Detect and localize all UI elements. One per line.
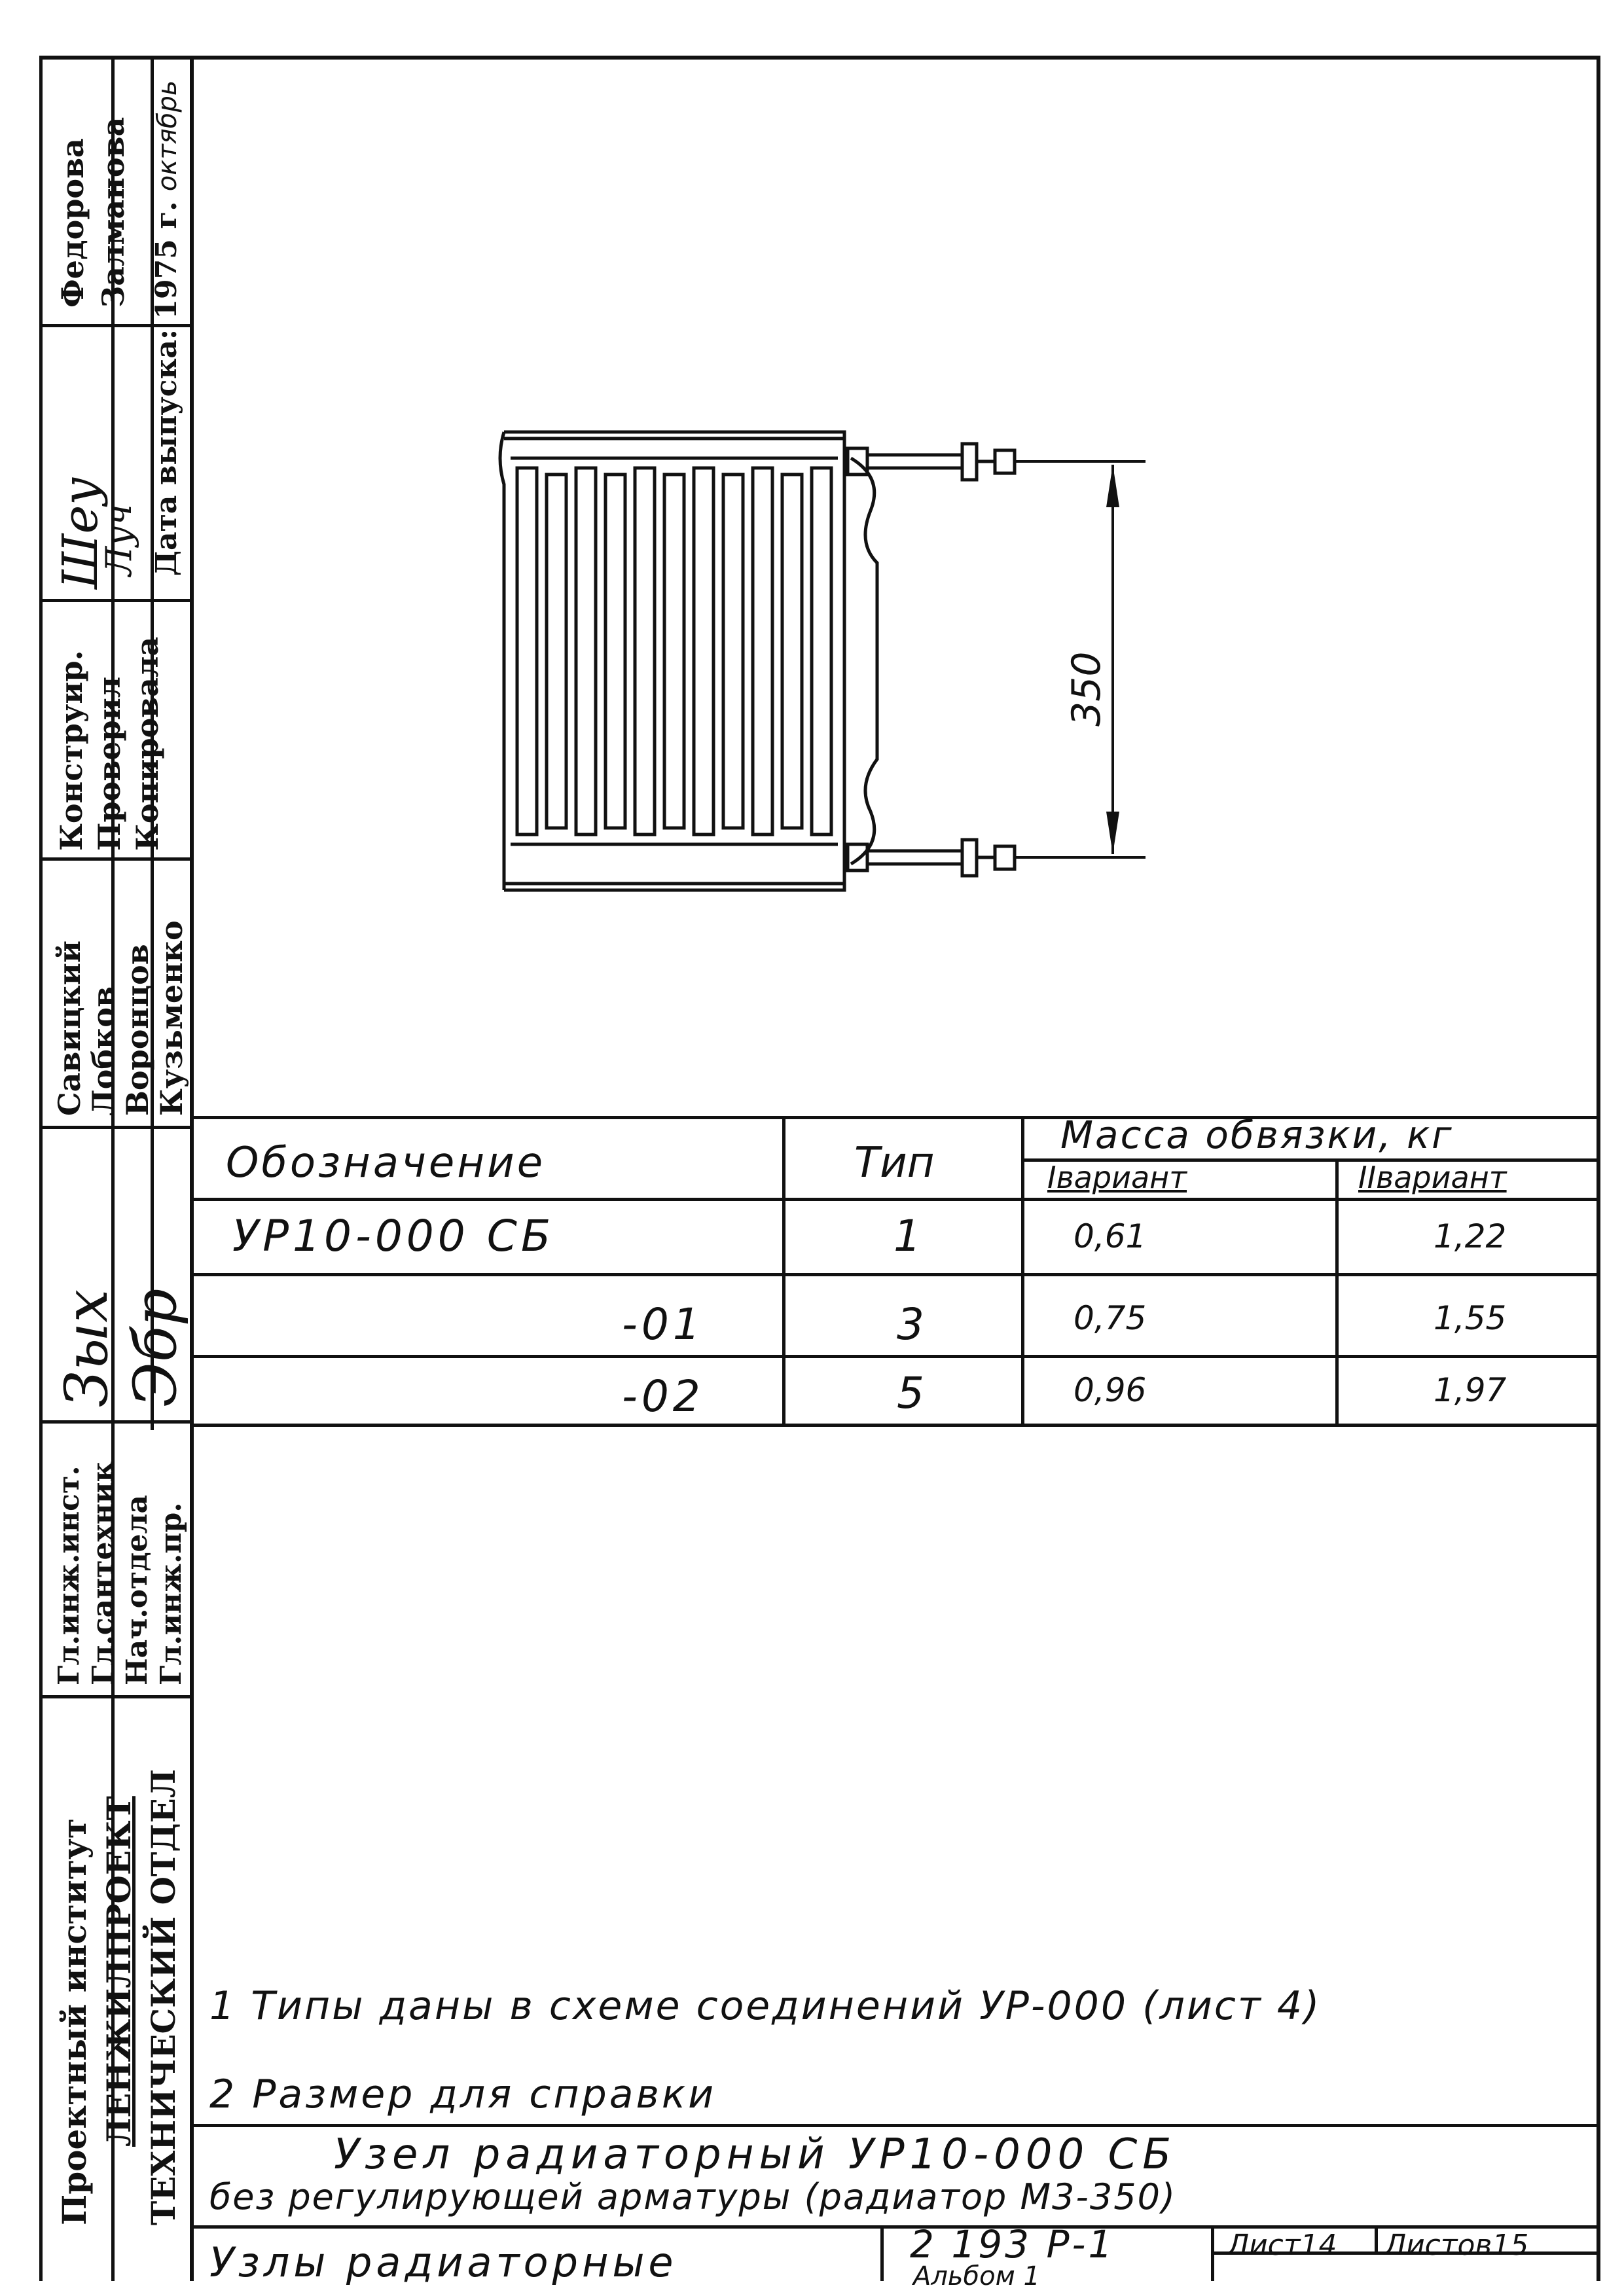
title-line-2: без регулирующей арматуры (радиатор М3-3… bbox=[209, 2176, 1177, 2217]
stamp-col-line-2 bbox=[111, 56, 115, 2281]
row-1-v1: 0,61 bbox=[1074, 1217, 1147, 1255]
stamp-signature-3: Зых bbox=[52, 1289, 121, 1407]
stamp-org: ЛЕНЖИЛПРОЕКТ bbox=[99, 1796, 138, 2147]
stamp-action-3: Копировала bbox=[130, 636, 165, 851]
stamp-action-name-1: Федорова bbox=[55, 138, 90, 308]
stamp-role-name-2: Лобков bbox=[86, 986, 121, 1116]
row-3-v2: 1,97 bbox=[1434, 1371, 1507, 1409]
stamp-actions: Конструир. Проверил Копировала bbox=[52, 637, 166, 851]
row-2-v1: 0,75 bbox=[1074, 1299, 1147, 1337]
dimension-label: 350 bbox=[1064, 651, 1110, 726]
header-designation: Обозначение bbox=[226, 1139, 546, 1187]
header-variant-1: Iвариант bbox=[1047, 1160, 1187, 1195]
title-block-mid bbox=[190, 2225, 1600, 2229]
stamp-date-label: Дата выпуска: bbox=[150, 329, 183, 576]
stamp-action-2: Проверил bbox=[92, 676, 127, 851]
break-line bbox=[850, 456, 879, 866]
stamp-role-name-1: Савицкий bbox=[52, 941, 87, 1116]
table-header-line bbox=[190, 1198, 1600, 1201]
radiator-drawing bbox=[498, 430, 1146, 892]
table-row-line bbox=[190, 1355, 1600, 1358]
stamp-role-name-4: Кузьменко bbox=[154, 920, 189, 1116]
title-line-1: Узел радиаторный УР10-000 СБ bbox=[334, 2130, 1177, 2179]
stamp-role-name-3: Воронцов bbox=[120, 944, 155, 1116]
row-3-designation: -02 bbox=[622, 1371, 704, 1422]
stamp-roles: Гл.инж.инст. Гл.сантехник Нач.отдела Гл.… bbox=[52, 1462, 189, 1685]
stamp-action-names: Федорова Залманова bbox=[52, 117, 134, 308]
radiator-sections bbox=[511, 456, 838, 846]
table-subheader-line bbox=[1021, 1158, 1600, 1162]
stamp-sep bbox=[39, 857, 190, 861]
drawing-frame bbox=[190, 56, 1600, 2281]
row-1-designation: УР10-000 СБ bbox=[232, 1211, 555, 1261]
table-bottom-line bbox=[190, 1424, 1600, 1427]
stamp-role-2: Гл.сантехник bbox=[86, 1461, 120, 1685]
stamp-date-year: 1975 г. bbox=[150, 201, 183, 319]
stamp-sep bbox=[39, 1420, 190, 1424]
stamp-institute: Проектный институт bbox=[55, 1818, 94, 2225]
header-type: Тип bbox=[854, 1139, 935, 1187]
stamp-action-1: Конструир. bbox=[54, 650, 89, 851]
table-top-line bbox=[190, 1116, 1600, 1119]
stamp-department: ТЕХНИЧЕСКИЙ ОТДЕЛ bbox=[144, 1768, 183, 2225]
row-3-type: 5 bbox=[897, 1368, 924, 1418]
stamp-sep bbox=[39, 324, 190, 327]
stamp-col-line-3 bbox=[151, 56, 154, 1430]
album: Альбом 1 bbox=[913, 2261, 1040, 2291]
stamp-institute-block: Проектный институт ЛЕНЖИЛПРОЕКТ ТЕХНИЧЕС… bbox=[52, 1769, 186, 2225]
title-block-top bbox=[190, 2124, 1600, 2127]
stamp-action-name-2: Залманова bbox=[96, 117, 131, 308]
sheet-count: Листов15 bbox=[1384, 2229, 1529, 2262]
radiator-body bbox=[504, 430, 846, 892]
stamp-role-3: Нач.отдела bbox=[120, 1494, 154, 1685]
note-1: 1 Типы даны в схеме соединений УР-000 (л… bbox=[209, 1983, 1322, 2029]
stamp-date-month: октябрь bbox=[153, 80, 183, 192]
table-row-line bbox=[190, 1273, 1600, 1276]
title-block-col bbox=[880, 2225, 884, 2281]
header-mass: Масса обвязки, кг bbox=[1060, 1113, 1454, 1157]
stamp-signature-2: Луч bbox=[98, 504, 139, 576]
stamp-date: Дата выпуска: 1975 г. октябрь bbox=[147, 81, 187, 576]
note-2: 2 Размер для справки bbox=[209, 2072, 717, 2117]
table-col-line bbox=[1021, 1116, 1024, 1424]
title-block-sheet-line bbox=[1211, 2251, 1600, 2255]
stamp-sep bbox=[39, 599, 190, 602]
row-2-type: 3 bbox=[897, 1299, 924, 1350]
row-2-designation: -01 bbox=[622, 1299, 704, 1350]
stamp-col-line-1 bbox=[39, 56, 43, 2281]
table-col-line bbox=[1335, 1158, 1339, 1424]
row-1-type: 1 bbox=[893, 1211, 921, 1261]
row-1-v2: 1,22 bbox=[1434, 1217, 1507, 1255]
top-pipe bbox=[846, 442, 1017, 482]
series-title: Узлы радиаторные bbox=[209, 2238, 677, 2286]
stamp-sep bbox=[39, 1126, 190, 1129]
bottom-pipe bbox=[846, 838, 1017, 878]
header-variant-2: IIвариант bbox=[1358, 1160, 1507, 1195]
stamp-signature-4: Эбр bbox=[121, 1288, 190, 1407]
row-3-v1: 0,96 bbox=[1074, 1371, 1147, 1409]
title-block-col bbox=[1375, 2225, 1378, 2251]
stamp-role-names: Савицкий Лобков Воронцов Кузьменко bbox=[52, 920, 189, 1116]
doc-code: 2 193 Р-1 bbox=[910, 2222, 1115, 2267]
stamp-role-1: Гл.инж.инст. bbox=[52, 1465, 86, 1685]
outer-frame bbox=[39, 56, 1600, 2281]
table-col-line bbox=[782, 1116, 785, 1424]
row-2-v2: 1,55 bbox=[1434, 1299, 1507, 1337]
sheet-number: Лист14 bbox=[1227, 2229, 1337, 2262]
stamp-role-4: Гл.инж.пр. bbox=[154, 1502, 188, 1685]
stamp-sep bbox=[39, 1695, 190, 1698]
